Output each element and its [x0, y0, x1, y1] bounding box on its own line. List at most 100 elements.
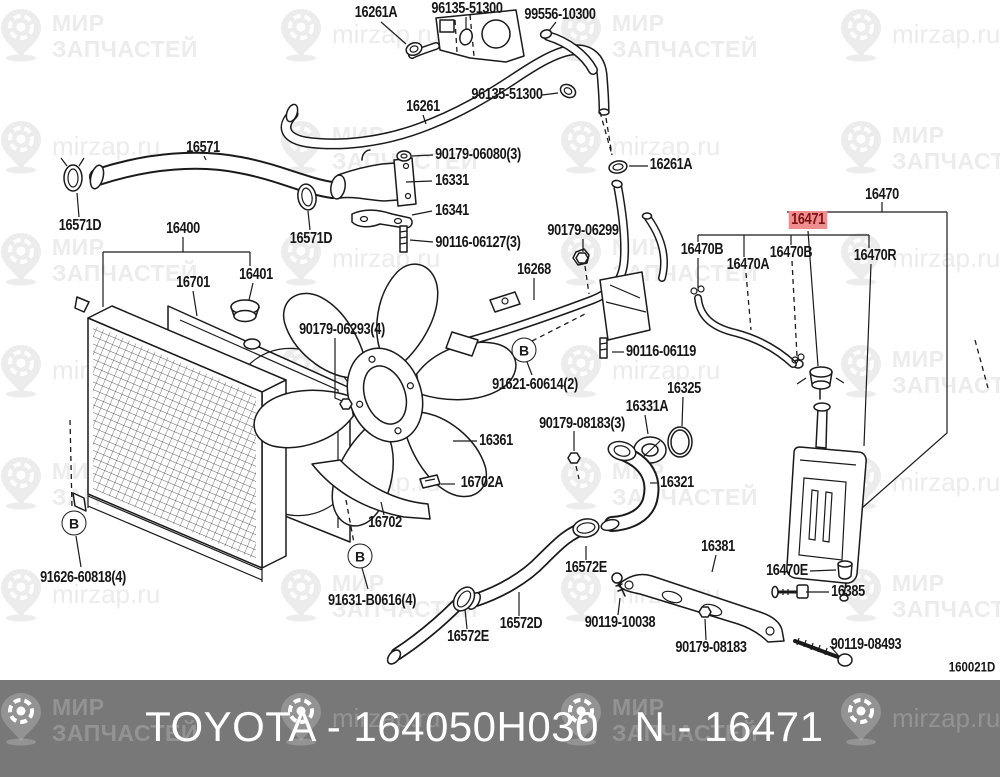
fan-16361 [253, 263, 517, 527]
part-label-16470E: 16470E [766, 562, 808, 579]
watermark-site: mirzap.ru [560, 344, 720, 398]
dashed-lines [69, 111, 989, 544]
map-pin-icon [841, 121, 881, 174]
watermark-site: mirzap.ru [280, 232, 440, 286]
map-pin-icon [1, 457, 41, 510]
part-label-16470B: 16470B [680, 241, 724, 258]
part-label-16321: 16321 [660, 474, 694, 491]
b-marker-2: B [347, 543, 373, 569]
part-label-16325: 16325 [667, 380, 701, 397]
bypass-hose-16261 [280, 44, 613, 156]
banner-right-text: N - 16471 [634, 702, 824, 750]
grommet-16470E [837, 560, 853, 580]
watermark-site-text: mirzap.ru [612, 131, 721, 161]
map-pin-icon [841, 693, 881, 746]
part-label-16341: 16341 [435, 202, 469, 219]
part-label-16331: 16331 [435, 172, 469, 189]
b-marker-1: B [61, 510, 87, 536]
map-pin-icon [1, 693, 41, 746]
watermark-site-text: mirzap.ru [332, 703, 441, 733]
part-label-16361: 16361 [479, 432, 513, 449]
watermark-site: mirzap.ru [280, 8, 440, 62]
leader-lines [75, 17, 948, 656]
part-label-16268: 16268 [517, 261, 551, 278]
nut-90179-08183 [698, 606, 712, 618]
part-label-96135-51300: 96135-51300 [471, 86, 543, 103]
map-pin-icon [1, 9, 41, 62]
part-label-90179-08183(3): 90179-08183(3) [539, 415, 625, 432]
bolt-16385 [771, 584, 809, 599]
part-label-16572E: 16572E [565, 559, 607, 576]
map-pin-icon [561, 345, 601, 398]
map-pin-icon [561, 693, 601, 746]
nut-90179-08183-3 [567, 431, 581, 480]
part-label-91626-60818(4): 91626-60818(4) [40, 569, 126, 586]
watermark-site-text: mirzap.ru [52, 131, 161, 161]
part-label-90119-10038: 90119-10038 [584, 614, 656, 631]
part-label-16470B: 16470B [769, 244, 813, 261]
gasket-16341 [351, 209, 413, 229]
watermark-site: mirzap.ru [0, 568, 160, 622]
water-pipe-16268 [445, 179, 669, 359]
part-label-90179-06293(4): 90179-06293(4) [299, 321, 385, 338]
watermark-site: mirzap.ru [0, 120, 160, 174]
map-pin-icon [281, 233, 321, 286]
bolt-90119-10038 [611, 572, 626, 597]
map-pin-icon [561, 457, 601, 510]
watermark-site: mirzap.ru [840, 8, 1000, 62]
watermark-site-text: mirzap.ru [332, 19, 441, 49]
map-pin-icon [281, 569, 321, 622]
part-label-16261A: 16261A [649, 156, 693, 173]
part-label-16470: 16470 [865, 186, 899, 203]
banner-left-text: TOYOTA - 164050H030 [145, 702, 599, 750]
nut-90179-06080 [396, 150, 412, 162]
map-pin-icon [1, 233, 41, 286]
watermark-site-text: mirzap.ru [892, 703, 1000, 733]
part-label-16381: 16381 [701, 538, 735, 555]
part-label-90179-08183: 90179-08183 [675, 639, 747, 656]
radiator-cap-16401 [230, 299, 260, 323]
part-label-90179-06080(3): 90179-06080(3) [435, 146, 521, 163]
map-pin-icon [281, 9, 321, 62]
part-label-16470R: 16470R [853, 247, 897, 264]
part-label-16385: 16385 [831, 583, 865, 600]
b-marker-3: B [511, 337, 537, 363]
water-outlet-16331 [330, 149, 417, 207]
part-label-16571D: 16571D [289, 230, 333, 247]
watermark-site-text: mirzap.ru [892, 243, 1000, 273]
part-label-16702: 16702 [368, 514, 402, 531]
reservoir-hose-16470A [690, 285, 805, 368]
part-label-99556-10300: 99556-10300 [524, 6, 596, 23]
hose-clamps-top [405, 28, 628, 174]
part-label-16261: 16261 [406, 98, 440, 115]
part-label-91621-60614(2): 91621-60614(2) [492, 376, 578, 393]
watermark-site: mirzap.ru [280, 692, 440, 746]
part-label-16401: 16401 [239, 266, 273, 283]
part-label-90119-08493: 90119-08493 [830, 636, 902, 653]
nut-90179-06293 [339, 398, 353, 410]
hose-clamps-lower [452, 518, 600, 612]
part-label-90179-06299: 90179-06299 [547, 222, 619, 239]
watermark-site-text: mirzap.ru [892, 19, 1000, 49]
part-label-91631-B0616(4): 91631-B0616(4) [328, 592, 416, 609]
part-label-16701: 16701 [176, 274, 210, 291]
map-pin-icon [1, 345, 41, 398]
part-label-90116-06119: 90116-06119 [626, 343, 696, 360]
stud-90116-06127 [399, 225, 408, 253]
part-label-16572E: 16572E [447, 628, 489, 645]
